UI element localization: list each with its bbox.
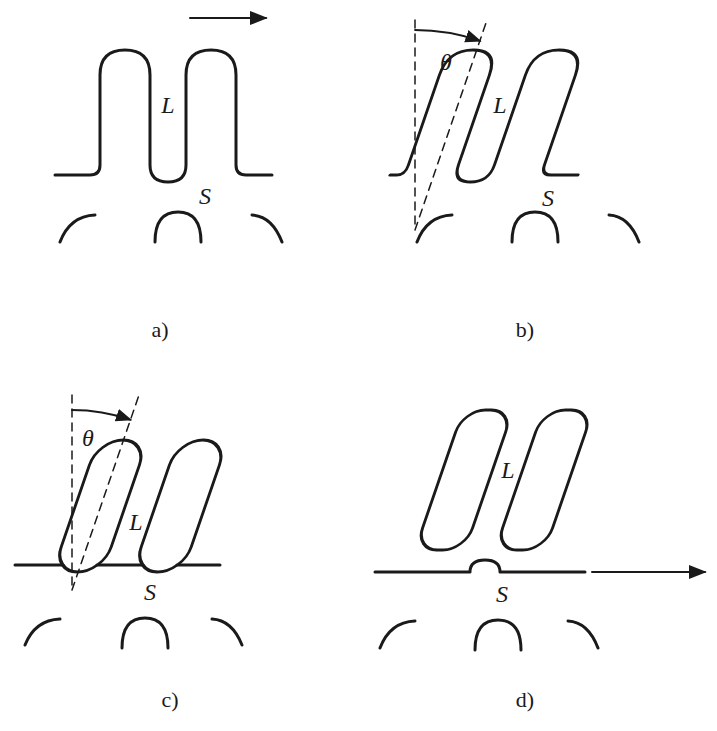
detached-dendrite [495, 410, 593, 550]
angle-arc [415, 30, 480, 41]
growth-axis [415, 20, 487, 230]
panel-label: a) [151, 319, 168, 341]
phase-label: L [129, 510, 142, 534]
angle-symbol: θ [82, 426, 94, 450]
vertical-reference [414, 20, 416, 230]
detached-dendrite [415, 410, 513, 550]
phase-label: S [199, 184, 211, 208]
detaching-dendrite [133, 440, 228, 572]
substrate-arc [25, 618, 242, 648]
tilted-interface [388, 50, 621, 182]
panel-label: d) [516, 689, 534, 711]
phase-label: S [542, 186, 554, 210]
growth-arrow [190, 17, 266, 19]
phase-label: L [161, 93, 174, 117]
panel-label: b) [516, 319, 534, 341]
solid-liquid-interface [55, 50, 272, 182]
panel-label: c) [161, 689, 178, 711]
vertical-reference [71, 395, 73, 590]
growth-axis [72, 395, 139, 590]
phase-label: L [501, 458, 514, 482]
solid-surface [375, 560, 585, 572]
angle-symbol: θ [440, 50, 452, 74]
substrate-arc [60, 212, 282, 242]
angle-arc [72, 410, 131, 420]
phase-label: S [144, 580, 156, 604]
phase-label: L [493, 93, 506, 117]
growth-arrow [592, 571, 705, 573]
phase-label: S [496, 582, 508, 606]
substrate-arc [417, 212, 639, 242]
solid-surface [15, 564, 220, 567]
substrate-arc [380, 620, 598, 650]
